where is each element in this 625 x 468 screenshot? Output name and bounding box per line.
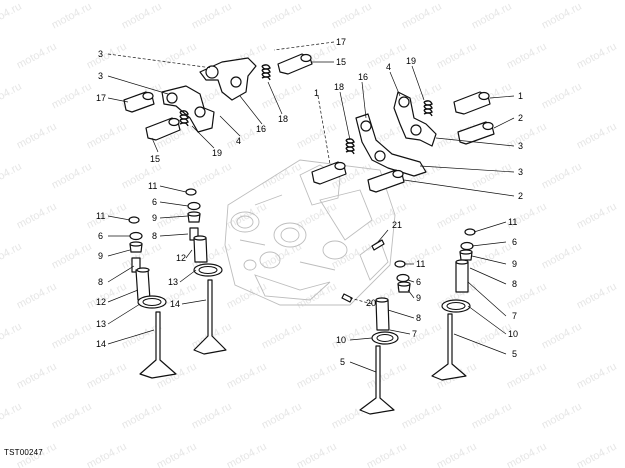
callout-18: 18 xyxy=(334,82,344,92)
return-spring-upper-left xyxy=(261,64,271,81)
rocker-shaft-center-b xyxy=(367,169,405,193)
clip-part-20 xyxy=(341,293,353,303)
document-code: TST00247 xyxy=(4,448,43,457)
callout-1: 1 xyxy=(518,91,523,101)
callout-12: 12 xyxy=(176,253,186,263)
leader-lines xyxy=(107,41,515,373)
callout-3: 3 xyxy=(518,167,523,177)
callout-5: 5 xyxy=(340,357,345,367)
callout-8: 8 xyxy=(152,231,157,241)
callout-1: 1 xyxy=(314,88,319,98)
callout-2: 2 xyxy=(518,191,523,201)
callout-12: 12 xyxy=(96,297,106,307)
callout-8: 8 xyxy=(512,279,517,289)
callout-14: 14 xyxy=(170,299,180,309)
callout-21: 21 xyxy=(392,220,402,230)
callout-15: 15 xyxy=(336,57,346,67)
callout-19: 19 xyxy=(406,56,416,66)
callout-14: 14 xyxy=(96,339,106,349)
callout-11: 11 xyxy=(416,259,425,269)
callout-11: 11 xyxy=(508,217,517,227)
valve-stack-right-inner xyxy=(359,260,411,415)
return-spring-lower-left xyxy=(179,110,189,127)
rocker-shaft-right-a xyxy=(453,91,491,115)
callout-17: 17 xyxy=(336,37,346,47)
callout-11: 11 xyxy=(96,211,105,221)
callout-6: 6 xyxy=(416,277,421,287)
callout-3: 3 xyxy=(98,71,103,81)
callout-16: 16 xyxy=(256,124,266,134)
callout-6: 6 xyxy=(98,231,103,241)
callout-15: 15 xyxy=(150,154,160,164)
cylinder-head-outline xyxy=(224,159,396,306)
rocker-arm-right-upper xyxy=(393,91,437,147)
callout-5: 5 xyxy=(512,349,517,359)
rocker-shaft-right-b xyxy=(457,121,495,145)
callout-20: 20 xyxy=(366,298,376,308)
rocker-shaft-lower-left-a xyxy=(123,91,155,113)
callout-6: 6 xyxy=(512,237,517,247)
callout-9: 9 xyxy=(416,293,421,303)
callout-13: 13 xyxy=(168,277,178,287)
callout-3: 3 xyxy=(518,141,523,151)
callout-10: 10 xyxy=(336,335,346,345)
callout-11: 11 xyxy=(148,181,157,191)
callout-4: 4 xyxy=(236,136,241,146)
callout-9: 9 xyxy=(512,259,517,269)
rocker-shaft-upper-left xyxy=(277,53,313,75)
valve-stack-left-outer xyxy=(128,216,177,379)
callout-6: 6 xyxy=(152,197,157,207)
callout-4: 4 xyxy=(386,62,391,72)
callout-18: 18 xyxy=(278,114,288,124)
rocker-arm-upper-left xyxy=(199,57,257,101)
callout-8: 8 xyxy=(98,277,103,287)
rocker-shaft-center-a xyxy=(311,161,347,185)
return-spring-right xyxy=(423,100,433,117)
callout-7: 7 xyxy=(512,311,517,321)
callout-17: 17 xyxy=(96,93,106,103)
callout-8: 8 xyxy=(416,313,421,323)
callout-7: 7 xyxy=(412,329,417,339)
rocker-arm-right-lower xyxy=(355,113,427,177)
callout-3: 3 xyxy=(98,49,103,59)
valve-stack-left-inner xyxy=(185,188,227,355)
return-spring-center xyxy=(345,138,355,155)
callout-10: 10 xyxy=(508,329,518,339)
rocker-shaft-lower-left-b xyxy=(145,117,181,141)
callout-9: 9 xyxy=(152,213,157,223)
stud-part-21 xyxy=(371,239,385,251)
callout-2: 2 xyxy=(518,113,523,123)
valve-stack-right-outer xyxy=(431,228,476,381)
callout-19: 19 xyxy=(212,148,222,158)
callout-13: 13 xyxy=(96,319,106,329)
callout-labels: 3 3 17 15 19 4 16 18 17 15 1 18 16 4 19 … xyxy=(96,37,523,367)
rocker-arm-lower-left xyxy=(161,85,215,133)
callout-16: 16 xyxy=(358,72,368,82)
callout-9: 9 xyxy=(98,251,103,261)
